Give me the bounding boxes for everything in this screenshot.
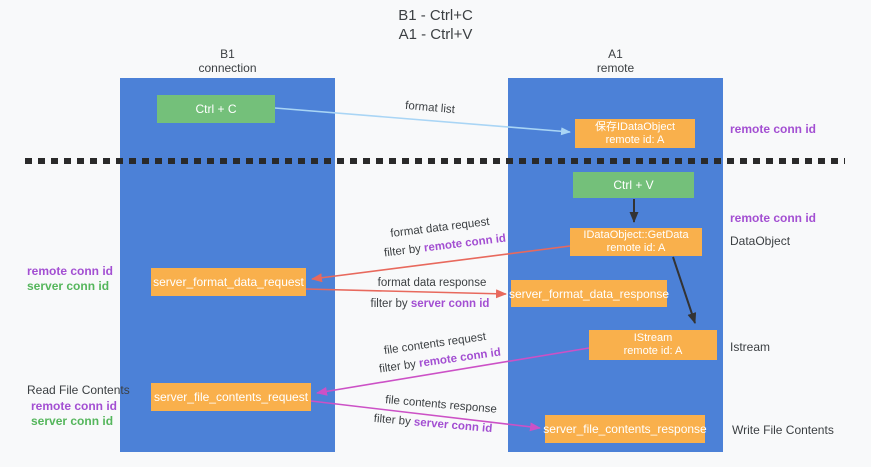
getdata-line2: remote id: A: [606, 242, 666, 254]
istream-side-label: Istream: [730, 340, 771, 354]
format-data-response-filter-label: filter by server conn id: [371, 298, 490, 310]
right-column-name: A1: [608, 47, 623, 61]
save-idataobject-box: 保存IDataObject remote id: A: [575, 119, 695, 148]
format-data-response-label: format data response: [377, 277, 487, 289]
server-format-data-request-box: server_format_data_request: [151, 268, 306, 296]
left-remote-conn-id-top: remote conn id: [27, 264, 114, 278]
server-format-data-response-label: server_format_data_response: [508, 286, 670, 301]
server-format-data-response-box: server_format_data_response: [508, 280, 670, 307]
server-file-contents-request-box: server_file_contents_request: [151, 383, 311, 411]
ctrl-c-label: Ctrl + C: [195, 102, 237, 116]
format-data-response-arrow: [305, 288, 507, 299]
ctrl-v-label: Ctrl + V: [613, 178, 654, 192]
read-file-contents-label: Read File Contents: [27, 383, 130, 397]
getdata-line1: IDataObject::GetData: [583, 229, 689, 241]
idataobject-getdata-box: IDataObject::GetData remote id: A: [570, 228, 702, 256]
filter-by-text-1: filter by: [383, 242, 425, 260]
file-contents-response-filter-label: filter by server conn id: [373, 413, 492, 435]
right-column-header: A1 remote: [508, 47, 723, 75]
left-server-conn-id-bottom: server conn id: [31, 414, 114, 428]
filter-by-text-4: filter by: [373, 412, 415, 429]
right-remote-conn-id-mid: remote conn id: [730, 211, 817, 225]
ctrl-c-box: Ctrl + C: [157, 95, 275, 123]
dashed-separator-line: [25, 158, 845, 164]
filter-by-text-2: filter by: [370, 298, 411, 310]
istream-line1: IStream: [633, 332, 673, 344]
server-format-data-request-label: server_format_data_request: [153, 275, 304, 289]
istream-box: IStream remote id: A: [589, 330, 717, 360]
title-line-2: A1 - Ctrl+V: [398, 26, 473, 43]
format-list-label: format list: [404, 99, 456, 117]
left-remote-conn-id-bottom: remote conn id: [31, 399, 118, 413]
left-server-conn-id-top: server conn id: [27, 279, 110, 293]
save-idataobject-line1: 保存IDataObject: [594, 120, 676, 133]
right-remote-conn-id-top: remote conn id: [730, 122, 817, 136]
server-file-contents-response-box: server_file_contents_response: [543, 415, 707, 443]
dataobject-label: DataObject: [730, 234, 791, 248]
title-line-1: B1 - Ctrl+C: [398, 7, 473, 24]
left-column-name: B1: [220, 47, 235, 61]
write-file-contents-label: Write File Contents: [732, 423, 834, 437]
save-idataobject-line2: remote id: A: [605, 133, 665, 146]
filter-server-conn-id-2: server conn id: [413, 416, 493, 436]
istream-line2: remote id: A: [623, 345, 683, 357]
diagram-title: B1 - Ctrl+C A1 - Ctrl+V: [0, 6, 871, 44]
left-column-header: B1 connection: [120, 47, 335, 75]
ctrl-v-box: Ctrl + V: [573, 172, 694, 198]
filter-by-text-3: filter by: [378, 357, 420, 376]
right-column-role: remote: [596, 61, 635, 75]
left-column-role: connection: [198, 61, 257, 75]
server-file-contents-request-label: server_file_contents_request: [153, 390, 309, 404]
filter-server-conn-id-1: server conn id: [410, 298, 490, 310]
server-file-contents-response-label: server_file_contents_response: [543, 422, 707, 436]
file-contents-response-label: file contents response: [384, 394, 498, 416]
filter-remote-conn-id-1: remote conn id: [423, 232, 507, 255]
